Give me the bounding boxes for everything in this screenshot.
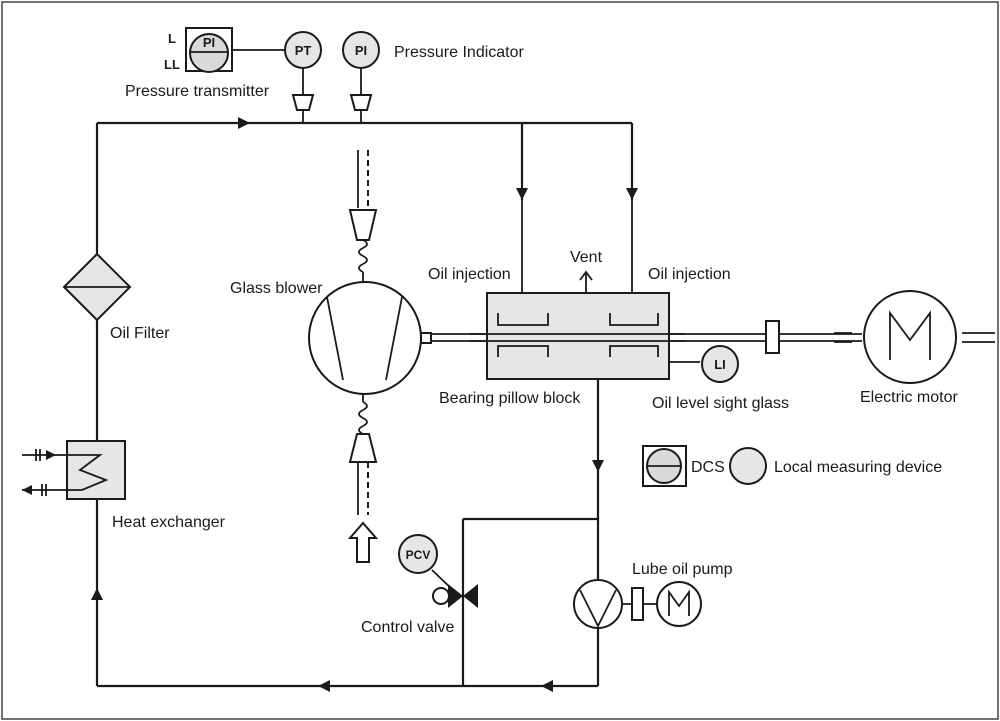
oil-filter-label: Oil Filter xyxy=(110,325,170,342)
electric-motor-label: Electric motor xyxy=(860,389,958,406)
vent-arrow xyxy=(579,270,593,281)
blower-blade-left xyxy=(326,296,344,381)
flow-arrow-bottom-right xyxy=(541,680,553,692)
flow-arrow-injection-right xyxy=(626,188,638,200)
cooling-water-out-arrow xyxy=(22,485,32,495)
bearing-pillow-block-label: Bearing pillow block xyxy=(439,390,581,407)
heat-exchanger-label: Heat exchanger xyxy=(112,514,226,531)
pressure-indicator-label: Pressure Indicator xyxy=(394,44,525,61)
control-valve-label: Control valve xyxy=(361,619,454,636)
bearing-shell-bottom-left xyxy=(497,345,549,357)
blower-inlet-bellows xyxy=(358,239,368,273)
legend-dcs-label: DCS xyxy=(691,459,725,476)
alarm-low-label: L xyxy=(168,31,176,46)
blower-inlet-reducer xyxy=(348,209,378,241)
bearing-shell-top-left xyxy=(497,313,549,326)
pressure-transmitter-label: Pressure transmitter xyxy=(125,83,270,100)
electric-motor-m-mark xyxy=(889,310,931,360)
pi-panel-circle xyxy=(189,33,229,73)
blower-shaft-stub xyxy=(420,332,432,344)
glass-blower-label: Glass blower xyxy=(230,280,323,297)
shaft-coupling xyxy=(765,320,780,354)
bearing-shell-bottom-right xyxy=(609,345,659,357)
blower-outlet-reducer xyxy=(348,433,378,463)
pi-connection xyxy=(349,94,373,111)
gas-inlet-arrow xyxy=(347,521,379,563)
pt-connection xyxy=(291,94,315,111)
alarm-low-low-label: LL xyxy=(164,57,180,72)
pt-tag: PT xyxy=(295,43,312,58)
flow-arrow-header xyxy=(238,117,250,129)
flow-arrow-bottom-left xyxy=(318,680,330,692)
vent-label: Vent xyxy=(570,249,603,266)
legend-local-device-circle xyxy=(729,447,767,485)
bearing-pillow-block-symbol xyxy=(486,292,670,380)
flow-arrow-drain xyxy=(592,460,604,472)
legend-local-device-label: Local measuring device xyxy=(774,459,942,476)
control-valve-right-triangle xyxy=(463,584,478,608)
flow-arrow-riser xyxy=(91,588,103,600)
pump-motor-symbol xyxy=(656,581,702,627)
li-tag: LI xyxy=(714,357,726,372)
oil-level-sight-glass-symbol xyxy=(701,345,739,383)
pump-coupling xyxy=(631,587,644,621)
pump-motor-m-mark xyxy=(668,589,690,616)
electric-motor-symbol xyxy=(863,290,957,384)
oil-injection-left-label: Oil injection xyxy=(428,266,511,283)
lube-oil-pump-chevron xyxy=(579,589,617,629)
flow-arrow-injection-left xyxy=(516,188,528,200)
pi-local-tag: PI xyxy=(355,43,367,58)
glass-blower-symbol xyxy=(308,281,422,395)
pcv-symbol xyxy=(398,534,438,574)
oil-injection-right-label: Oil injection xyxy=(648,266,731,283)
bearing-shell-top-right xyxy=(609,313,659,326)
pcv-signal-line xyxy=(431,569,456,593)
lube-oil-pump-symbol xyxy=(573,579,623,629)
heat-exchanger-coil xyxy=(58,454,109,491)
control-valve-actuator xyxy=(432,587,450,605)
oil-level-sight-glass-label: Oil level sight glass xyxy=(652,395,789,412)
pcv-tag: PCV xyxy=(406,548,431,562)
lube-oil-pump-label: Lube oil pump xyxy=(632,561,733,578)
pi-panel-tag: PI xyxy=(203,35,215,50)
blower-outlet-bellows xyxy=(358,401,368,435)
blower-blade-right xyxy=(385,296,403,381)
cooling-water-in-arrow xyxy=(46,450,56,460)
